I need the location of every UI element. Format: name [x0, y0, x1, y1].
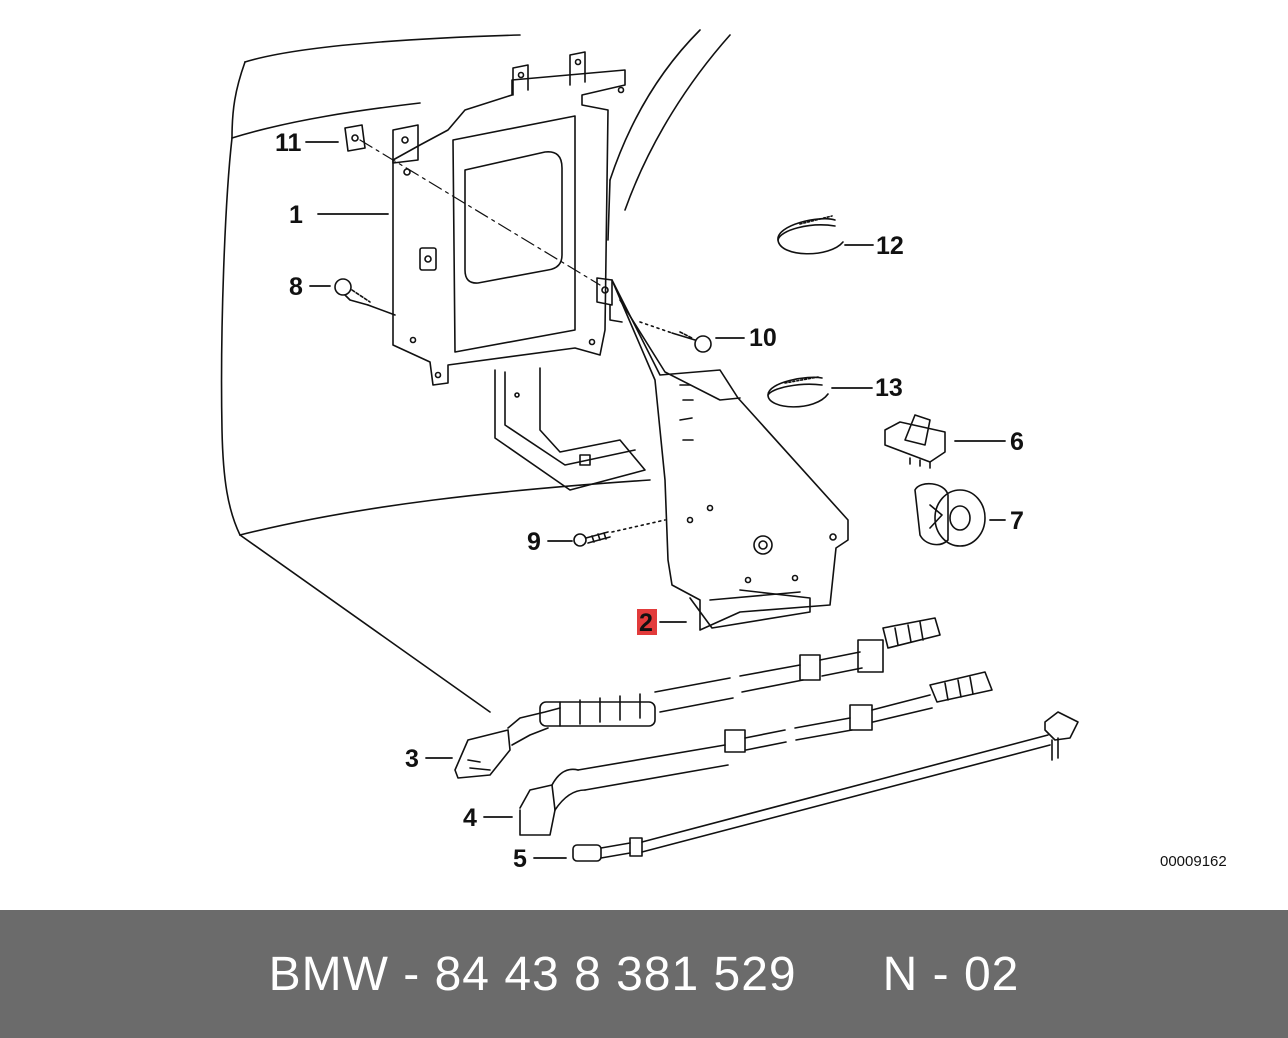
part-info-footer: BMW - 84 43 8 381 529 N - 02 [0, 910, 1288, 1038]
callout-10: 10 [749, 324, 777, 352]
bolt-part-10 [639, 321, 712, 353]
footer-diagram-ref: N - 02 [882, 947, 1020, 1001]
callout-2: 2 [639, 609, 653, 637]
callout-8: 8 [289, 273, 303, 301]
bushing-part-7 [914, 482, 986, 547]
sensor-cable-part-3 [454, 617, 941, 779]
sensor-cable-part-4 [519, 671, 993, 836]
callout-labels: 1 8 11 9 10 12 13 6 7 2 3 4 5 [275, 129, 1024, 873]
callout-5: 5 [513, 845, 527, 873]
clip-nut-part-11 [344, 124, 366, 152]
leader-lines [305, 141, 1006, 859]
footer-gap [797, 947, 883, 1002]
connector-part-6 [884, 414, 946, 469]
callout-9: 9 [527, 528, 541, 556]
bracket-part-2 [596, 277, 849, 631]
screw-part-9 [573, 519, 666, 547]
cable-tie-part-12 [777, 215, 844, 255]
bolt-part-8 [334, 278, 396, 316]
callout-1: 1 [289, 201, 303, 229]
drawing-code: 00009162 [1160, 853, 1227, 870]
callout-2-highlight [637, 609, 657, 635]
callout-6: 6 [1010, 428, 1024, 456]
callout-7: 7 [1010, 507, 1024, 535]
footer-brand: BMW [268, 947, 389, 1001]
callout-11: 11 [275, 129, 302, 157]
footer-part-number: 84 43 8 381 529 [434, 947, 797, 1001]
bracket-part-1 [392, 51, 646, 491]
footer-separator: - [388, 947, 435, 1001]
callout-12: 12 [876, 232, 904, 260]
parts-diagram: 1 8 11 9 10 12 13 6 7 2 3 4 5 00009162 [220, 29, 1227, 873]
callout-13: 13 [875, 374, 903, 402]
sensor-lead-part-5 [572, 711, 1079, 862]
cable-tie-part-13 [767, 376, 829, 408]
callout-3: 3 [405, 745, 419, 773]
callout-4: 4 [463, 804, 477, 832]
